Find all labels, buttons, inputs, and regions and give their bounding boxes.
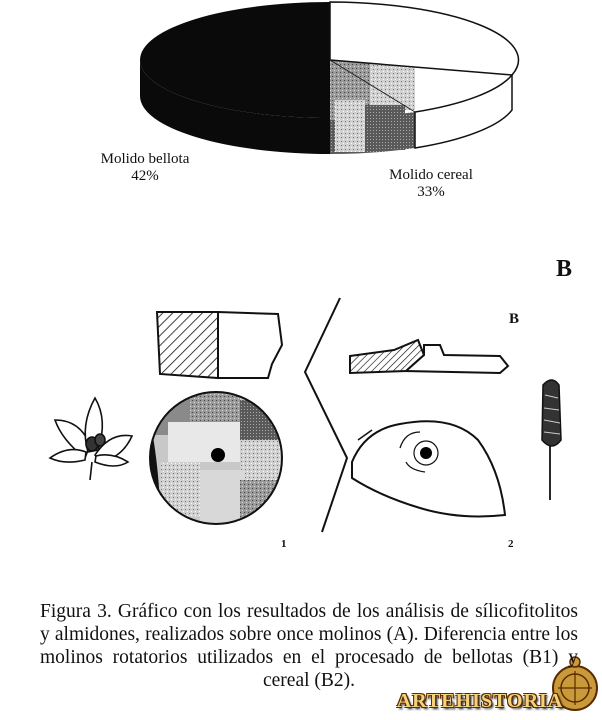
pie-slice-cereal <box>329 1 520 76</box>
astrolabe-logo-icon <box>552 656 598 711</box>
pie-label-bellota-name: Molido bellota <box>100 151 190 167</box>
pie-label-cereal: Molido cereal 33% <box>366 167 496 201</box>
figure-number-2: 2 <box>508 538 514 550</box>
pie-chart <box>140 1 520 155</box>
pie-label-bellota: Molido bellota 42% <box>80 151 210 185</box>
oak-leaf-icon <box>48 396 134 481</box>
mill-cereal-drawing <box>349 338 510 518</box>
panel-letter-small: B <box>509 311 520 327</box>
pie-label-cereal-name: Molido cereal <box>389 167 473 183</box>
figure-caption: Figura 3. Gráfico con los resultados de … <box>40 601 578 691</box>
pie-slice-bellota <box>140 2 330 118</box>
watermark-logo: ARTEHISTORIA <box>396 689 564 712</box>
panel-letter-large: B <box>556 256 573 282</box>
mill-bellota-drawing <box>149 310 284 525</box>
separator-line <box>303 297 349 533</box>
pie-slice-bellota-side <box>140 60 330 154</box>
pie-label-bellota-value: 42% <box>131 168 159 184</box>
pie-label-cereal-value: 33% <box>417 184 445 200</box>
wheat-ear-icon <box>541 379 562 500</box>
figure-number-1: 1 <box>281 538 287 550</box>
